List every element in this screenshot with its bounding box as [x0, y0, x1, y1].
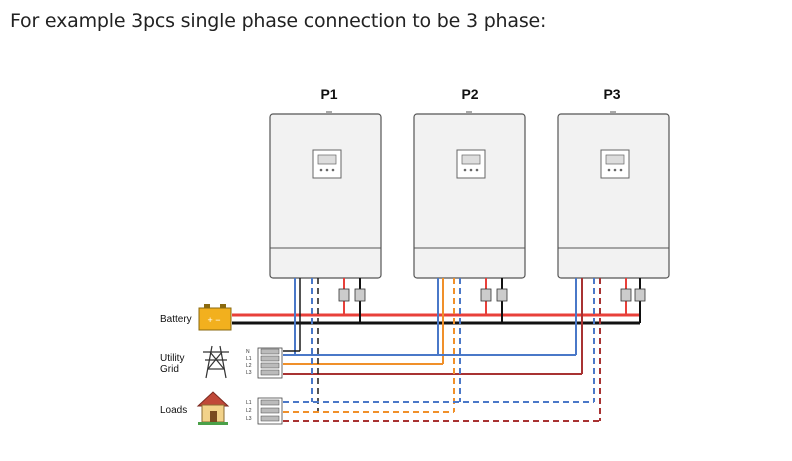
utility-label-line1: Utility [160, 353, 184, 364]
load-lines [283, 278, 601, 422]
loads-tag-l2: L2 [246, 408, 252, 414]
loads-tag-l1: L1 [246, 400, 252, 406]
inverter-label-p1: P1 [320, 86, 337, 102]
grid-tag-n: N [246, 349, 250, 355]
breaker-icon [620, 288, 632, 302]
grid-tag-l1: L1 [246, 356, 252, 362]
inverter-p2: P2 [413, 86, 526, 279]
breaker-icon [480, 288, 492, 302]
utility-label-line2: Grid [160, 364, 179, 375]
inverter-label-p2: P2 [461, 86, 478, 102]
loads-label: Loads [160, 405, 187, 416]
loads-tag-l3: L3 [246, 416, 252, 422]
inverter-p3: P3 [557, 86, 670, 279]
svg-text:+ −: + − [207, 315, 220, 325]
loads-terminal-block: L1 L2 L3 [246, 397, 283, 425]
inverter-p1: P1 [269, 86, 382, 279]
grid-lines [283, 278, 583, 375]
battery-label: Battery [160, 314, 192, 325]
grid-tag-l3: L3 [246, 370, 252, 376]
battery-icon: + − [198, 304, 232, 331]
caption: For example 3pcs single phase connection… [10, 10, 547, 32]
grid-tag-l2: L2 [246, 363, 252, 369]
breaker-icon [338, 288, 350, 302]
grid-terminal-block: N L1 L2 L3 [246, 347, 283, 379]
house-icon [196, 391, 230, 425]
breaker-icon [496, 288, 508, 302]
utility-tower-icon [203, 345, 229, 379]
breaker-icon [354, 288, 366, 302]
inverter-label-p3: P3 [603, 86, 620, 102]
breaker-icon [634, 288, 646, 302]
